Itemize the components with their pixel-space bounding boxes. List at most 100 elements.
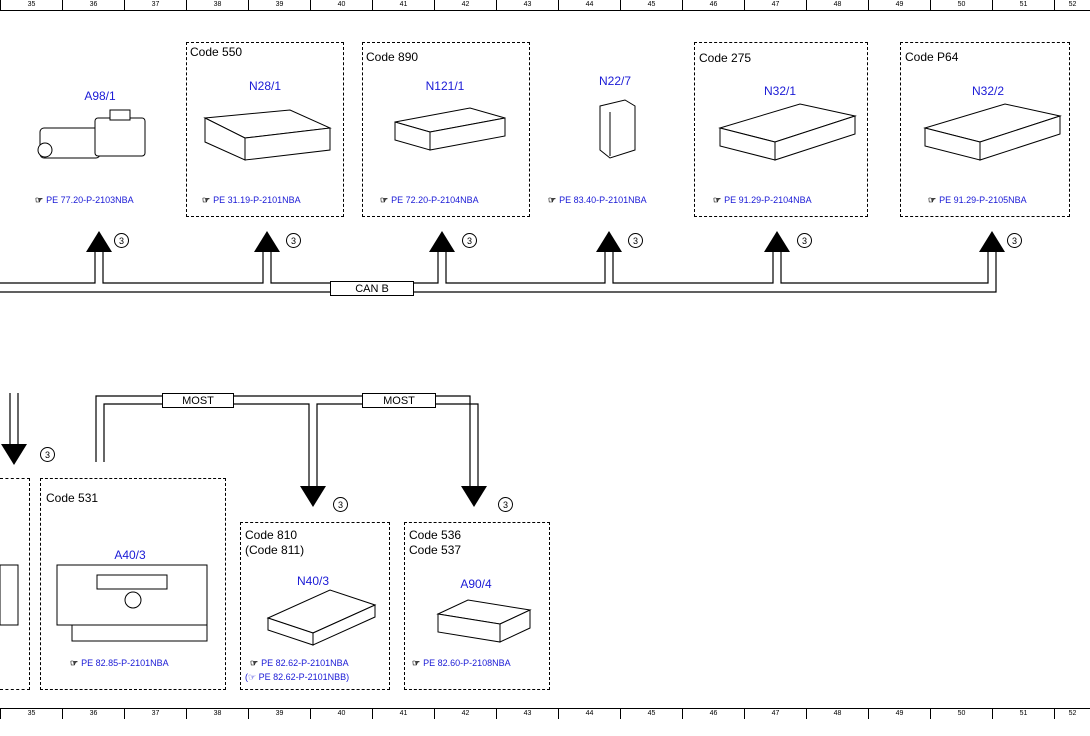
pointing-hand-icon: ☞ [250, 658, 259, 668]
can-b-bus-label: CAN B [330, 281, 414, 296]
component-box [362, 42, 530, 217]
option-code: Code 810 (Code 811) [245, 528, 305, 557]
circled-reference-3: 3 [1007, 233, 1022, 248]
circled-reference-3: 3 [40, 447, 55, 462]
ruler-tick: 41 [372, 709, 434, 719]
manual-reference[interactable]: ☞PE 82.85-P-2101NBA [70, 657, 169, 669]
ruler-tick: 43 [496, 709, 558, 719]
manual-reference[interactable]: ☞PE 77.20-P-2103NBA [35, 194, 134, 206]
pointing-hand-icon: ☞ [70, 658, 79, 668]
ruler-tick: 48 [806, 709, 868, 719]
ruler-tick: 49 [868, 0, 930, 10]
component-box-partial [0, 478, 30, 690]
component-box [40, 478, 226, 690]
reference-text: PE 82.85-P-2101NBA [81, 658, 169, 668]
reference-text: PE 82.60-P-2108NBA [423, 658, 511, 668]
module-illustration [718, 103, 857, 161]
ruler-tick: 36 [62, 0, 124, 10]
arrow-down-icon [1, 444, 27, 465]
component-id: N28/1 [248, 79, 282, 93]
option-code: Code 531 [46, 491, 99, 505]
manual-reference[interactable]: ☞PE 82.62-P-2101NBA [250, 657, 349, 669]
component-box [186, 42, 344, 217]
ruler-tick: 39 [248, 0, 310, 10]
component-id: A40/3 [114, 548, 146, 562]
reference-text: PE 91.29-P-2104NBA [724, 195, 812, 205]
module-illustration [394, 107, 506, 151]
manual-reference[interactable]: ☞PE 31.19-P-2101NBA [202, 194, 301, 206]
reference-text: PE 83.40-P-2101NBA [559, 195, 647, 205]
reference-text: PE 31.19-P-2101NBA [213, 195, 301, 205]
ruler-tick: 44 [558, 709, 620, 719]
component-box [404, 522, 550, 690]
ruler-tick: 45 [620, 0, 682, 10]
ruler-tick: 42 [434, 0, 496, 10]
radio-illustration [56, 564, 208, 642]
ruler-tick: 38 [186, 709, 248, 719]
ruler-tick: 40 [310, 0, 372, 10]
manual-reference[interactable]: ☞PE 83.40-P-2101NBA [548, 194, 647, 206]
ruler-tick: 35 [0, 0, 62, 10]
component-id: N121/1 [425, 79, 465, 93]
arrow-up-icon [764, 231, 790, 252]
component-id: A90/4 [460, 577, 492, 591]
pointing-hand-icon: ☞ [713, 195, 722, 205]
option-code: Code 275 [699, 51, 752, 65]
ruler-tick: 36 [62, 709, 124, 719]
pointing-hand-icon: ☞ [412, 658, 421, 668]
arrow-down-icon [461, 486, 487, 507]
ruler-tick: 45 [620, 709, 682, 719]
module-illustration [923, 103, 1062, 161]
pointing-hand-icon: ☞ [202, 195, 211, 205]
pointing-hand-icon: ☞ [928, 195, 937, 205]
option-code: Code 550 [190, 45, 243, 59]
manual-reference-alt[interactable]: (☞ PE 82.62-P-2101NBB) [245, 672, 350, 682]
circled-reference-3: 3 [797, 233, 812, 248]
manual-reference[interactable]: ☞PE 82.60-P-2108NBA [412, 657, 511, 669]
ruler-tick: 37 [124, 709, 186, 719]
arrow-down-icon [300, 486, 326, 507]
circled-reference-3: 3 [462, 233, 477, 248]
circled-reference-3: 3 [114, 233, 129, 248]
circled-reference-3: 3 [628, 233, 643, 248]
ruler-tick: 38 [186, 0, 248, 10]
reference-text: PE 82.62-P-2101NBA [261, 658, 349, 668]
reference-text: PE 72.20-P-2104NBA [391, 195, 479, 205]
top-column-ruler: 35 36 37 38 39 40 41 42 43 44 45 46 47 4… [0, 0, 1090, 11]
arrow-up-icon [254, 231, 280, 252]
ruler-tick: 37 [124, 0, 186, 10]
component-id: N32/1 [763, 84, 797, 98]
manual-reference[interactable]: ☞PE 91.29-P-2104NBA [713, 194, 812, 206]
option-code: Code 536 Code 537 [409, 528, 462, 557]
ruler-tick: 41 [372, 0, 434, 10]
tuner-illustration [436, 599, 532, 643]
ruler-tick: 48 [806, 0, 868, 10]
ruler-tick: 43 [496, 0, 558, 10]
most-bus-label: MOST [362, 393, 436, 408]
panel-illustration [599, 99, 636, 159]
partial-unit-illustration [0, 564, 19, 626]
option-code: Code 890 [366, 50, 419, 64]
ruler-tick: 50 [930, 0, 992, 10]
arrow-up-icon [596, 231, 622, 252]
ruler-tick: 46 [682, 0, 744, 10]
reference-text: PE 77.20-P-2103NBA [46, 195, 134, 205]
component-box [240, 522, 390, 690]
module-illustration [203, 109, 332, 161]
most-bus-label: MOST [162, 393, 234, 408]
ruler-tick: 49 [868, 709, 930, 719]
ruler-tick: 44 [558, 0, 620, 10]
component-id: N22/7 [598, 74, 632, 88]
component-id: N40/3 [296, 574, 330, 588]
ruler-tick: 51 [992, 0, 1054, 10]
manual-reference[interactable]: ☞PE 91.29-P-2105NBA [928, 194, 1027, 206]
reference-text: PE 91.29-P-2105NBA [939, 195, 1027, 205]
manual-reference[interactable]: ☞PE 72.20-P-2104NBA [380, 194, 479, 206]
circled-reference-3: 3 [286, 233, 301, 248]
pointing-hand-icon: ☞ [380, 195, 389, 205]
arrow-up-icon [86, 231, 112, 252]
component-box [900, 42, 1070, 217]
ruler-tick: 47 [744, 0, 806, 10]
ruler-tick: 35 [0, 709, 62, 719]
component-id: N32/2 [971, 84, 1005, 98]
